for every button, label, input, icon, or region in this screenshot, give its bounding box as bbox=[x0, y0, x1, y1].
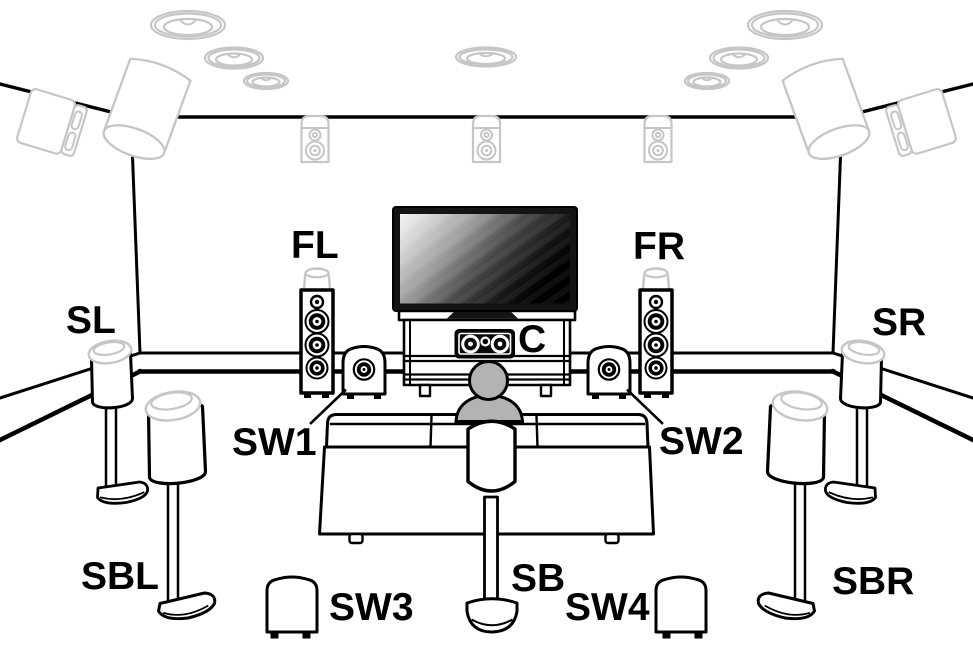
subwoofer-2-icon bbox=[586, 345, 632, 401]
listener-head bbox=[468, 360, 509, 401]
label-subwoofer-3: SW3 bbox=[329, 586, 414, 629]
label-surround-back: SB bbox=[511, 557, 565, 600]
cabinet-foot bbox=[539, 383, 553, 398]
label-front-right: FR bbox=[633, 225, 685, 268]
label-subwoofer-4: SW4 bbox=[565, 586, 650, 629]
label-subwoofer-2: SW2 bbox=[659, 420, 744, 463]
subwoofer-1-icon bbox=[341, 345, 387, 399]
front-height-speaker-center-icon bbox=[471, 114, 502, 164]
surround-right-speaker-icon bbox=[823, 336, 888, 505]
label-center: C bbox=[518, 318, 546, 361]
surround-left-speaker-icon bbox=[87, 339, 149, 505]
label-surround-left: SL bbox=[66, 299, 116, 342]
subwoofer-4-icon bbox=[654, 575, 708, 640]
front-left-tower-speaker-icon bbox=[299, 267, 335, 398]
sofa-foot bbox=[348, 532, 364, 545]
center-speaker-icon bbox=[454, 329, 515, 359]
surround-back-left-speaker-icon bbox=[144, 390, 217, 621]
sofa-foot bbox=[604, 532, 620, 545]
label-surround-back-left: SBL bbox=[81, 555, 159, 598]
front-height-speaker-left-icon bbox=[300, 114, 330, 164]
subwoofer-3-icon bbox=[265, 575, 319, 639]
front-right-tower-speaker-icon bbox=[638, 266, 674, 400]
speaker-labels: FL FR C SL SR SW1 SW2 SBL SBR SB SW3 SW4 bbox=[66, 224, 926, 629]
label-surround-right: SR bbox=[872, 301, 926, 344]
corner-height-speaker-left-icon bbox=[102, 57, 192, 160]
leader-line-sw1 bbox=[309, 388, 347, 425]
label-surround-back-right: SBR bbox=[832, 560, 914, 603]
surround-back-right-speaker-icon bbox=[756, 386, 831, 621]
surround-back-speaker-icon bbox=[465, 419, 519, 634]
tv bbox=[392, 206, 578, 312]
corner-height-speaker-right-icon bbox=[779, 52, 875, 167]
side-wall-height-speaker-left-icon bbox=[16, 88, 88, 157]
label-front-left: FL bbox=[291, 224, 339, 267]
ceiling-speaker-center-icon bbox=[454, 46, 518, 68]
side-wall-height-speaker-right-icon bbox=[883, 86, 959, 160]
ceiling-speakers-left-icon bbox=[149, 9, 290, 91]
label-subwoofer-1: SW1 bbox=[232, 421, 317, 464]
cabinet-foot bbox=[418, 383, 432, 398]
front-height-speaker-right-icon bbox=[643, 114, 673, 164]
listener-person bbox=[454, 360, 525, 423]
